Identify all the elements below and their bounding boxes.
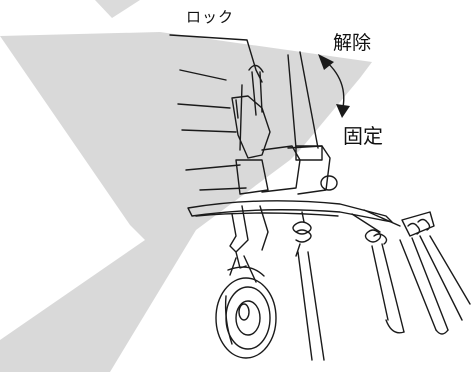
spring-mid bbox=[364, 229, 388, 245]
spring-left bbox=[292, 221, 312, 243]
lock-leader-line bbox=[169, 34, 263, 83]
spring-right-bracket bbox=[401, 211, 435, 237]
release-label: 解除 bbox=[333, 32, 372, 54]
arrow-heads bbox=[318, 54, 350, 118]
knob-shape bbox=[320, 175, 338, 191]
wheel-outer bbox=[215, 277, 277, 359]
machine-linework bbox=[169, 34, 471, 361]
gray-band bbox=[0, 0, 372, 372]
arrow-head-down bbox=[336, 104, 350, 118]
arrow-head-up bbox=[318, 54, 334, 70]
lock-label: ロック bbox=[186, 8, 235, 26]
lock-lever-rod bbox=[251, 71, 263, 116]
fix-label: 固定 bbox=[343, 124, 383, 148]
